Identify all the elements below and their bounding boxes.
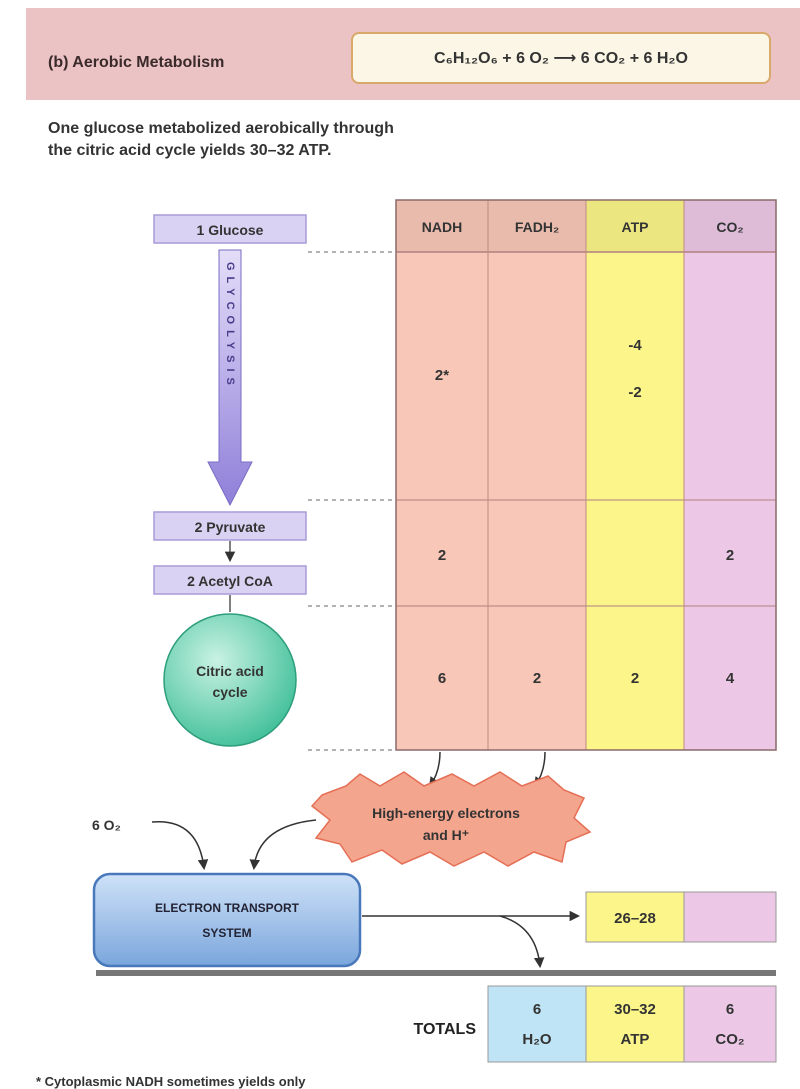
footnote: * Cytoplasmic NADH sometimes yields only xyxy=(36,1074,306,1089)
header-atp: ATP xyxy=(622,219,649,235)
totals-atp-cell xyxy=(585,985,685,1063)
guide-lines xyxy=(308,251,396,751)
row2-co2: 2 xyxy=(726,547,734,564)
pathway: 1 Glucose GLYCOLYSIS 2 Pyruvate 2 Acetyl… xyxy=(153,214,307,747)
header-band: (b) Aerobic Metabolism C₆H₁₂O₆ + 6 O₂ ⟶ … xyxy=(26,8,800,100)
row1-atp-line1: -4 xyxy=(628,337,642,354)
row1-atp-line2: -2 xyxy=(628,384,641,401)
section-label: (b) Aerobic Metabolism xyxy=(48,54,225,71)
totals-water-cell xyxy=(487,985,587,1063)
row2-nadh: 2 xyxy=(438,547,446,564)
yield-table: NADH FADH₂ ATP CO₂ 2* -4 -2 2 2 6 2 2 4 xyxy=(395,199,777,751)
row1-nadh: 2* xyxy=(435,367,449,384)
totals-water-unit: H₂O xyxy=(522,1031,551,1048)
equation-text: C₆H₁₂O₆ + 6 O₂ ⟶ 6 CO₂ + 6 H₂O xyxy=(434,50,688,67)
atp-column xyxy=(586,200,684,750)
totals-divider xyxy=(96,970,776,976)
totals-atp-number: 30–32 xyxy=(614,1001,656,1018)
intro-line-2: the citric acid cycle yields 30–32 ATP. xyxy=(48,142,332,159)
totals-label: TOTALS xyxy=(413,1021,476,1038)
citric-acid-cycle xyxy=(163,613,297,747)
totals-water-number: 6 xyxy=(533,1001,541,1018)
acetyl-coa-box xyxy=(153,565,307,595)
electrons-line-2: and H⁺ xyxy=(423,827,469,843)
nadh-column xyxy=(396,200,488,750)
co2-column xyxy=(684,200,776,750)
glycolysis-arrow xyxy=(207,249,253,507)
fadh-column xyxy=(488,200,586,750)
row3-nadh: 6 xyxy=(438,670,446,687)
citric-line-2: cycle xyxy=(212,684,247,700)
citric-line-1: Citric acid xyxy=(196,663,264,679)
ets-co2-cell xyxy=(683,891,777,943)
header-fadh2: FADH₂ xyxy=(515,219,559,235)
row3-atp: 2 xyxy=(631,670,639,687)
electron-transport-system xyxy=(92,872,362,968)
equation-box: C₆H₁₂O₆ + 6 O₂ ⟶ 6 CO₂ + 6 H₂O xyxy=(351,32,771,84)
ets-atp-value: 26–28 xyxy=(614,910,656,927)
ets-line-2: SYSTEM xyxy=(202,926,251,940)
totals-atp-unit: ATP xyxy=(621,1031,650,1048)
header-co2: CO₂ xyxy=(716,219,743,235)
row3-co2: 4 xyxy=(726,670,735,687)
glycolysis-label: GLYCOLYSIS xyxy=(224,262,236,391)
electrons-line-1: High-energy electrons xyxy=(372,805,520,821)
header-nadh: NADH xyxy=(422,219,462,235)
oxygen-label: 6 O₂ xyxy=(92,817,121,833)
intro-text: One glucose metabolized aerobically thro… xyxy=(48,118,608,162)
glucose-label: 1 Glucose xyxy=(197,222,264,238)
totals-co2-cell xyxy=(683,985,777,1063)
intro-line-1: One glucose metabolized aerobically thro… xyxy=(48,120,394,137)
pyruvate-label: 2 Pyruvate xyxy=(195,519,266,535)
row3-fadh2: 2 xyxy=(533,670,541,687)
totals-co2-unit: CO₂ xyxy=(715,1031,744,1048)
ets-line-1: ELECTRON TRANSPORT xyxy=(155,901,300,915)
pyruvate-box xyxy=(153,511,307,541)
totals-co2-number: 6 xyxy=(726,1001,734,1018)
glucose-box xyxy=(153,214,307,244)
electron-burst xyxy=(310,771,592,867)
acetyl-coa-label: 2 Acetyl CoA xyxy=(187,573,273,589)
ets-atp-cell xyxy=(585,891,685,943)
